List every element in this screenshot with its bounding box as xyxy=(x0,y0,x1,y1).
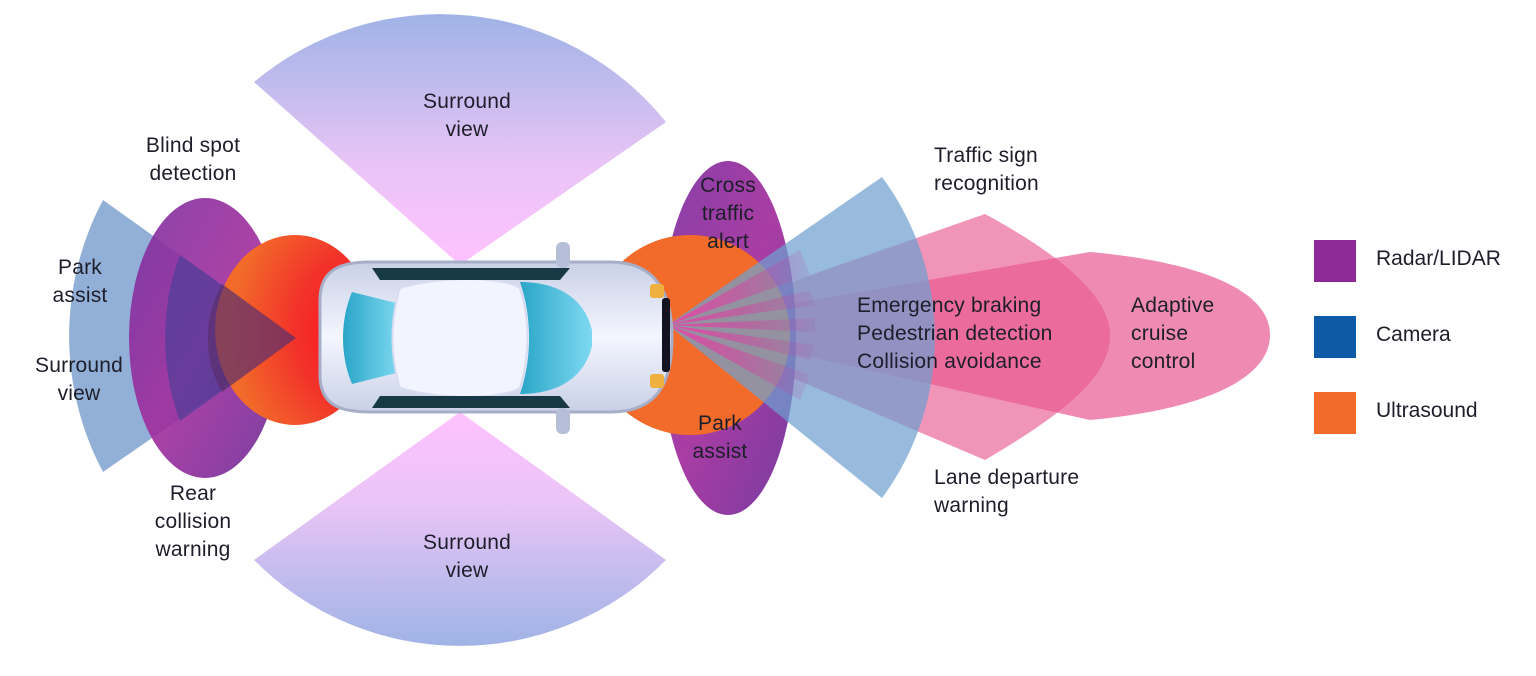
label-park-assist-rear: Park assist xyxy=(52,256,108,307)
label-park-assist-front: Park assist xyxy=(692,412,748,463)
mirror-bottom xyxy=(556,408,570,434)
surround-view-bottom-zone xyxy=(254,412,666,646)
radar-swatch xyxy=(1314,240,1356,282)
side-window-bottom xyxy=(372,396,570,408)
headlight-bottom xyxy=(650,374,664,388)
surround-view-top-zone xyxy=(254,14,666,266)
windshield xyxy=(520,282,592,394)
legend-label-camera: Camera xyxy=(1376,323,1451,346)
label-lane-departure: Lane departure warning xyxy=(934,466,1080,517)
ultrasound-swatch xyxy=(1314,392,1356,434)
front-camera-zone xyxy=(668,177,935,498)
camera-swatch xyxy=(1314,316,1356,358)
roof xyxy=(391,278,529,398)
rear-ultrasound-camera-overlap xyxy=(207,284,296,392)
label-cross-traffic: Cross traffic alert xyxy=(700,174,756,253)
label-emergency: Emergency braking Pedestrian detection C… xyxy=(857,294,1053,373)
legend-item-radar: Radar/LIDAR xyxy=(1314,240,1536,284)
rear-window xyxy=(343,292,400,384)
legend-item-ultrasound: Ultrasound xyxy=(1314,392,1536,436)
label-adaptive-cruise: Adaptive cruise control xyxy=(1131,294,1215,373)
legend-label-radar: Radar/LIDAR xyxy=(1376,247,1501,270)
label-surround-view-bottom: Surround view xyxy=(423,531,511,582)
car xyxy=(318,242,674,434)
legend-item-camera: Camera xyxy=(1314,316,1536,360)
front-bumper xyxy=(662,298,670,372)
legend-label-ultrasound: Ultrasound xyxy=(1376,399,1478,422)
side-window-top xyxy=(372,268,570,280)
front-sensor-rays xyxy=(668,250,815,400)
label-rear-collision: Rear collision warning xyxy=(154,482,232,561)
label-traffic-sign: Traffic sign recognition xyxy=(934,144,1039,195)
headlight-top xyxy=(650,284,664,298)
label-surround-view-rear: Surround view xyxy=(35,354,123,405)
label-surround-view-top: Surround view xyxy=(423,90,511,141)
mirror-top xyxy=(556,242,570,268)
label-blind-spot: Blind spot detection xyxy=(145,134,241,185)
